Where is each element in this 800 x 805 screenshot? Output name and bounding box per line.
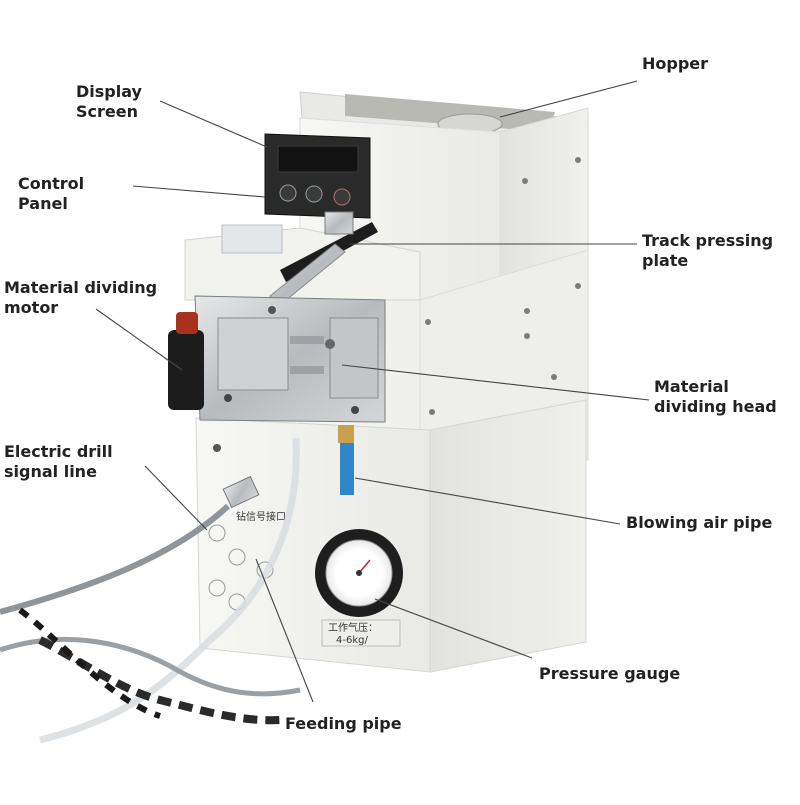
pressure-gauge: 工作气压： 4-6kg/ <box>315 529 403 647</box>
gauge-plate-line-1: 工作气压： <box>328 621 378 634</box>
label-track-pressing-plate: Track pressing plate <box>642 231 774 270</box>
leader-lines <box>95 80 650 703</box>
label-control-panel: Control Panel <box>18 174 85 213</box>
spec-sticker <box>221 224 283 254</box>
leader-dividing-motor <box>95 308 183 371</box>
label-feeding-pipe: Feeding pipe <box>285 714 402 733</box>
leader-air-pipe <box>354 477 621 525</box>
control-box <box>264 133 371 219</box>
display-screen-glass <box>277 145 359 173</box>
gauge-plate-line-2: 4-6kg/ <box>336 635 368 646</box>
track-plate <box>269 211 378 306</box>
signal-port-label: 钻信号接口 <box>236 510 286 523</box>
leader-dividing-head <box>341 364 650 401</box>
label-blowing-air-pipe: Blowing air pipe <box>626 513 773 532</box>
label-material-dividing-motor: Material dividing motor <box>4 278 158 317</box>
leader-control-panel <box>132 185 266 198</box>
leader-feeding-pipe <box>255 558 314 703</box>
air-pipe <box>338 425 354 495</box>
label-material-dividing-head: Material dividing head <box>654 377 777 416</box>
cables <box>0 437 301 744</box>
leader-pressure-gauge <box>374 598 533 659</box>
leader-hopper <box>499 80 638 118</box>
leader-display-screen <box>159 100 268 148</box>
label-pressure-gauge: Pressure gauge <box>539 664 681 683</box>
dividing-head <box>194 295 386 423</box>
dividing-motor <box>168 312 204 410</box>
label-display-screen: Display Screen <box>76 82 142 121</box>
label-electric-drill-signal-line: Electric drill signal line <box>4 442 113 481</box>
label-hopper: Hopper <box>642 54 709 73</box>
leader-drill-signal <box>144 465 208 531</box>
